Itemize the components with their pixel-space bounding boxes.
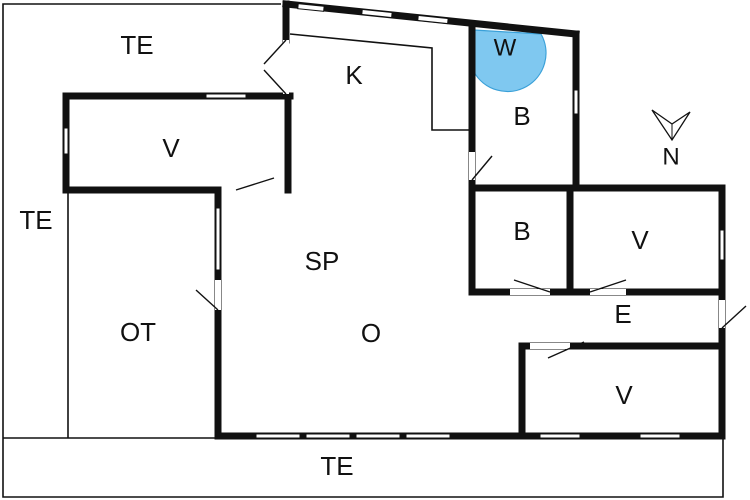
windows [63,3,725,439]
doors [195,39,747,359]
room-label-te-left: TE [19,205,52,235]
room-label-te-top: TE [120,30,153,60]
room-label-v-right-upper: V [631,225,649,255]
room-label-b-upper: B [513,101,530,131]
room-label-ot: OT [120,317,156,347]
window [573,89,579,115]
window [255,433,301,439]
window [719,229,725,261]
room-label-sp: SP [305,246,340,276]
room-label-v-left: V [162,133,180,163]
terrace-outlines [2,3,724,498]
window [405,433,451,439]
kitchen-counter [289,33,472,131]
window [305,433,351,439]
room-label-k: K [345,60,363,90]
washer-zone [473,29,547,93]
room-label-v-right-lower: V [615,380,633,410]
room-label-o: O [361,318,381,348]
north-arrow-icon [651,109,691,142]
window [361,8,393,19]
walls [62,0,726,440]
window [639,433,681,439]
room-label-w: W [494,34,517,61]
window [417,14,449,25]
window [63,127,69,155]
compass-label: N [662,143,679,170]
window [297,3,325,12]
compass: N [651,109,691,170]
window [539,433,581,439]
window [215,207,221,271]
window [355,433,401,439]
room-label-e: E [614,299,631,329]
room-label-te-bottom: TE [320,451,353,481]
window [205,93,247,99]
room-labels: TE TE TE K W B B V V V SP O OT E [19,30,649,481]
room-label-b-lower: B [513,216,530,246]
